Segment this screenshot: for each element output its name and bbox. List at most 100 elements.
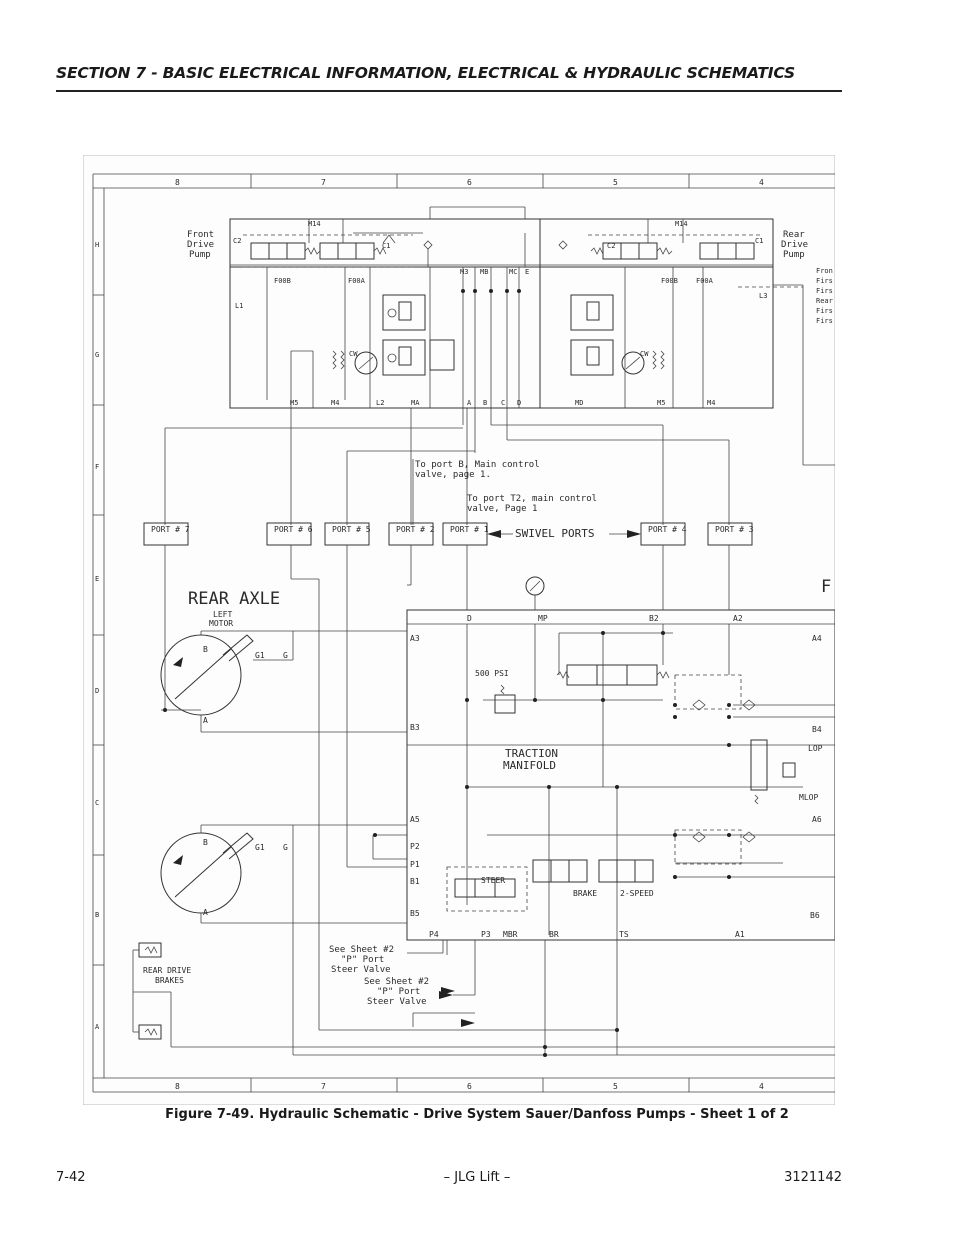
manifold-port-right: LOP <box>808 744 823 753</box>
manifold-port-left: P2 <box>410 842 420 851</box>
left-motor-lower <box>160 824 407 924</box>
footer-doc-number: 3121142 <box>784 1170 842 1185</box>
grid-row-label: B <box>95 911 99 919</box>
two-speed-label: 2-SPEED <box>620 889 654 898</box>
front-pump-port: CW <box>349 350 358 358</box>
grid-row-label: F <box>95 463 99 471</box>
rear-drive-brakes <box>132 942 172 1047</box>
traction-manifold <box>171 545 835 1056</box>
grid-col-label: 7 <box>321 1082 326 1091</box>
rear-pump-port: M5 <box>657 399 665 407</box>
right-edge-label: Firs <box>816 277 833 285</box>
front-pump-label: Front <box>187 230 214 240</box>
drawing-frame <box>92 173 835 1093</box>
front-pump-port: L2 <box>376 399 384 407</box>
front-pump-port: C <box>501 399 505 407</box>
rear-pump-port: M4 <box>707 399 715 407</box>
brake-label: BRAKE <box>573 889 597 898</box>
see-sheet-note-1: See Sheet #2 <box>329 945 394 955</box>
right-edge-label: Rear <box>816 297 833 305</box>
brakes-label: BRAKES <box>155 976 184 985</box>
lower-motor-port: G <box>283 843 288 852</box>
rear-drive-pump <box>524 207 835 466</box>
rear-pump-port: F00B <box>661 277 678 285</box>
front-pump-port: MA <box>411 399 420 407</box>
left-motor-upper <box>160 545 407 733</box>
manifold-port-left: P1 <box>410 860 420 869</box>
upper-motor-port: A <box>203 716 208 725</box>
upper-motor-port: G1 <box>255 651 265 660</box>
manifold-port-left: A5 <box>410 815 420 824</box>
figure-caption: Figure 7-49. Hydraulic Schematic - Drive… <box>165 1107 789 1122</box>
sheet-arrow-1 <box>441 987 455 995</box>
front-pump-port: M5 <box>290 399 298 407</box>
front-pump-port: F00B <box>274 277 291 285</box>
manifold-port-right: B6 <box>810 911 820 920</box>
manifold-port-bottom: P4 <box>429 930 439 939</box>
front-pump-port: MC <box>509 268 517 276</box>
manifold-port-top: D <box>467 614 472 623</box>
sheet-arrow-2 <box>461 1019 475 1027</box>
manifold-port-left: B1 <box>410 877 420 886</box>
grid-col-label: 8 <box>175 178 180 187</box>
grid-col-label: 8 <box>175 1082 180 1091</box>
see-sheet-note-2: See Sheet #2 <box>364 977 429 987</box>
manifold-port-top: MP <box>538 614 548 623</box>
manifold-port-right: A4 <box>812 634 822 643</box>
front-pump-port: L1 <box>235 302 243 310</box>
manifold-port-left: B3 <box>410 723 420 732</box>
port-1-label: PORT # 1 <box>450 525 489 534</box>
swivel-ports-label: SWIVEL PORTS <box>515 527 594 540</box>
left-motor-label: LEFT <box>213 610 232 619</box>
grid-col-label: 6 <box>467 178 472 187</box>
front-pump-port: MB <box>480 268 488 276</box>
grid-row-label: H <box>95 241 99 249</box>
front-pump-port: A <box>467 399 472 407</box>
grid-row-label: D <box>95 687 99 695</box>
rear-pump-port: MD <box>575 399 583 407</box>
manifold-title: TRACTION <box>505 747 558 760</box>
port-2-label: PORT # 2 <box>396 525 435 534</box>
manifold-port-bottom: TS <box>619 930 629 939</box>
lower-motor-port: B <box>203 838 208 847</box>
footer-brand: – JLG Lift – <box>443 1170 511 1185</box>
manifold-port-top: B2 <box>649 614 659 623</box>
see-sheet-note-1: "P" Port <box>341 955 384 965</box>
rear-pump-port: M14 <box>675 220 688 228</box>
manifold-port-bottom: A1 <box>735 930 745 939</box>
rear-pump-port: L3 <box>759 292 767 300</box>
rear-pump-port: F00A <box>696 277 714 285</box>
note-port-b: valve, page 1. <box>415 470 491 480</box>
note-port-t2: valve, Page 1 <box>467 504 537 514</box>
lower-motor-port: A <box>203 908 208 917</box>
big-f-label: F <box>821 577 831 597</box>
section-title: SECTION 7 - BASIC ELECTRICAL INFORMATION… <box>56 64 795 82</box>
front-pump-port: B <box>483 399 487 407</box>
front-pump-port: F00A <box>348 277 366 285</box>
grid-col-label: 5 <box>613 1082 618 1091</box>
port-5-label: PORT # 5 <box>332 525 371 534</box>
right-edge-label: Fron <box>816 267 833 275</box>
manifold-port-right: A6 <box>812 815 822 824</box>
manifold-port-right: B4 <box>812 725 822 734</box>
junction-dots <box>163 289 731 1057</box>
manifold-title: MANIFOLD <box>503 759 556 772</box>
manifold-port-bottom: P3 <box>481 930 491 939</box>
front-pump-label: Drive <box>187 240 214 250</box>
lower-motor-port: G1 <box>255 843 265 852</box>
see-sheet-note-2: "P" Port <box>377 987 420 997</box>
rear-pump-port: C2 <box>607 242 615 250</box>
grid-col-label: 4 <box>759 1082 764 1091</box>
front-pump-label: Pump <box>189 250 211 260</box>
front-pump-port: C1 <box>382 242 390 250</box>
header-rule <box>56 90 842 92</box>
note-port-t2: To port T2, main control <box>467 494 597 504</box>
footer-page-number: 7-42 <box>56 1170 86 1185</box>
left-motor-label: MOTOR <box>209 619 233 628</box>
front-pump-port: M4 <box>331 399 339 407</box>
port-3-label: PORT # 3 <box>715 525 754 534</box>
rear-pump-port: CW <box>640 350 649 358</box>
right-edge-label: Firs <box>816 287 833 295</box>
grid-row-label: A <box>95 1023 100 1031</box>
grid-row-label: G <box>95 351 99 359</box>
